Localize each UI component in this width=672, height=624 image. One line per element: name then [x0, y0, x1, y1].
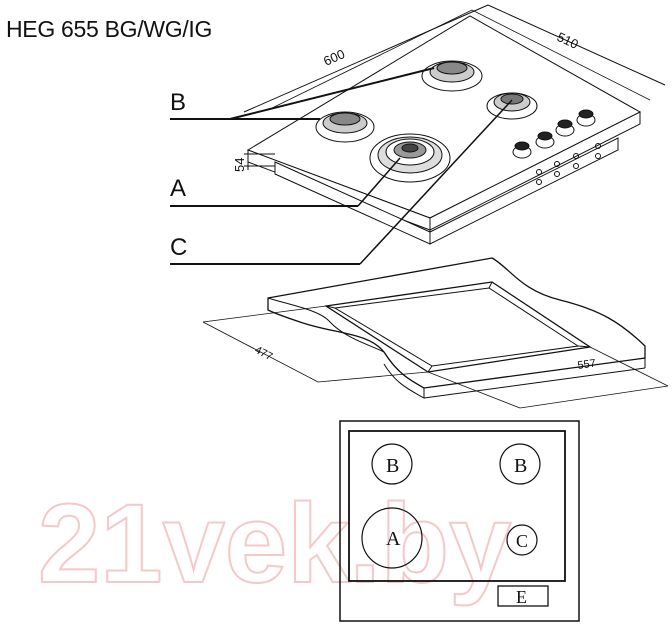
layout-plan: [339, 420, 580, 622]
callout-lines: [170, 67, 513, 265]
plan-label-e: E: [516, 587, 527, 607]
callout-label-b: B: [170, 89, 186, 116]
dim-width-label: 600: [321, 46, 347, 69]
watermark: 21vek.by: [38, 481, 511, 606]
plan-inner-frame: [348, 430, 566, 582]
dim-depth-label: 510: [555, 29, 581, 52]
plan-label-a: A: [386, 528, 401, 550]
cutout-depth-label: 477: [253, 344, 275, 363]
plan-control-box: [497, 585, 549, 607]
hob-burner-back-b: [421, 60, 483, 92]
dim-510-line: [487, 4, 666, 86]
cutout-width-label: 557: [577, 358, 597, 372]
callout-label-c: C: [170, 234, 187, 261]
callout-label-a: A: [170, 175, 186, 202]
model-title: HEG 655 BG/WG/IG: [6, 16, 213, 42]
plan-burner-c: [506, 524, 538, 556]
plan-label-b-left: B: [386, 455, 399, 477]
hob-burner-wok-a: [369, 133, 451, 183]
dim-600-line: [243, 4, 489, 113]
plan-burner-b-right: [499, 443, 541, 485]
plan-label-b-right: B: [514, 455, 527, 477]
hob-burner-left-b: [315, 111, 375, 143]
hob-burner-right-c: [486, 92, 538, 120]
hob-3d-view: [243, 4, 666, 245]
plan-label-c: C: [516, 531, 528, 551]
plan-outer-frame: [339, 420, 580, 622]
hob-control-knobs: [512, 109, 596, 159]
plan-burner-a: [361, 507, 423, 569]
cutout-diagram: [202, 257, 669, 409]
dim-height-label: 54: [232, 158, 247, 172]
plan-burner-b-left: [371, 443, 413, 485]
